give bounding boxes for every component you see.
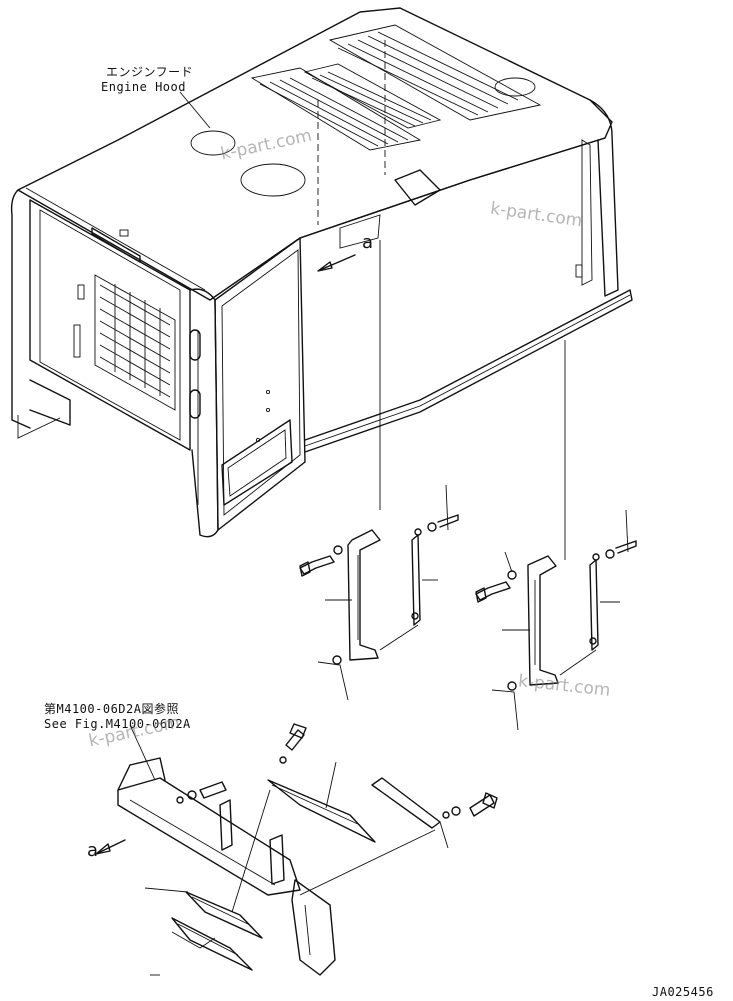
section-letter-upper: a — [362, 232, 374, 253]
lower-bracket-assembly — [95, 723, 498, 976]
engine-hood — [10, 7, 633, 538]
hood-label-jp: エンジンフード — [106, 65, 194, 79]
top-louvers — [250, 24, 542, 151]
front-grille — [94, 274, 176, 411]
hood-leader-line — [179, 91, 211, 129]
section-arrow-upper — [319, 254, 356, 271]
hinge-set-right — [475, 340, 637, 731]
hinge-set-left — [299, 240, 459, 701]
hood-label-en: Engine Hood — [101, 80, 186, 94]
drawing-number: JA025456 — [652, 985, 714, 999]
section-letter-lower: a — [87, 840, 99, 861]
section-arrowhead-upper — [317, 261, 333, 272]
reference-label-en: See Fig.M4100-06D2A — [44, 717, 191, 731]
reference-label-jp: 第M4100-06D2A図参照 — [44, 702, 179, 716]
